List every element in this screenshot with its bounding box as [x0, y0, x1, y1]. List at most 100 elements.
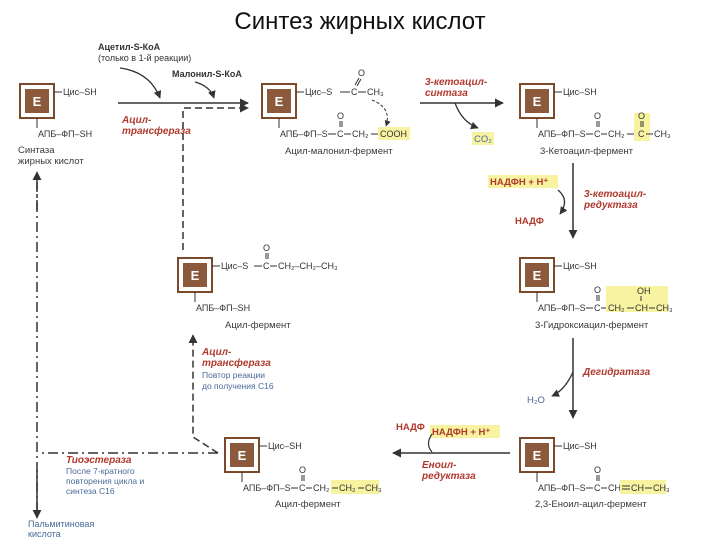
page-title: Синтез жирных кислот: [234, 8, 485, 35]
acylbottom-bottom-ch3: CH₃: [365, 483, 382, 493]
nadph-1-highlight: [488, 175, 558, 188]
h2o-release-arrow: [551, 371, 574, 397]
state-ketoacyl: E Цис–SH АПБ–ФП–S C O CH₂ C O CH₃ 3-Кето…: [519, 83, 671, 157]
after-note-line3: синтеза С16: [66, 486, 115, 496]
acylbottom-caption: Ацил-фермент: [275, 499, 341, 510]
acylbottom-bottom-c: C: [299, 483, 306, 493]
enoyl-bottom-o: O: [594, 465, 601, 475]
enoyl-caption: 2,3-Еноил-ацил-фермент: [535, 499, 647, 510]
enzyme-letter: E: [238, 448, 247, 463]
acylmalonyl-bottom-o: O: [337, 111, 344, 121]
acetyl-input-arrow: [119, 67, 162, 99]
return-to-acylmalonyl-arrow: [182, 103, 249, 250]
acylbottom-top-group: Цис–SH: [268, 441, 302, 451]
acylmiddle-top-prefix: Цис–S: [221, 261, 248, 271]
after-note-line2: повторения цикла и: [66, 476, 145, 486]
acylmiddle-top-o: O: [263, 243, 270, 253]
hydroxyacyl-caption: 3-Гидроксиацил-фермент: [535, 320, 649, 331]
enzyme-letter: E: [33, 94, 42, 109]
state-synthase: E Цис–SH АПБ–ФП–SH Синтаза жирных кислот: [18, 83, 97, 167]
repeat-note-line1: Повтор реакции: [202, 370, 265, 380]
ketoacyl-bottom-ch3: CH₃: [654, 129, 671, 139]
co2-release-arrow: [454, 102, 479, 130]
hydroxyacyl-bottom-ch2: CH₂: [608, 303, 625, 313]
ketoacyl-reductase-line1: 3-кетоацил-: [584, 189, 647, 200]
hydroxyacyl-bottom-c: C: [594, 303, 601, 313]
ketoacyl-synthase-line2: синтаза: [425, 88, 468, 99]
co2-label: CO₂: [474, 134, 492, 145]
enzyme-box-inner: [25, 89, 49, 113]
synthase-caption-line1: Синтаза: [18, 145, 55, 156]
state-hydroxyacyl: E Цис–SH АПБ–ФП–S C O CH₂ CH OH CH₃ 3-Ги…: [519, 257, 673, 331]
synthase-bottom-group: АПБ–ФП–SH: [38, 129, 92, 139]
ketoacyl-bottom-o: O: [594, 111, 601, 121]
malonyl-coa-label: Малонил-S-КоА: [172, 69, 242, 79]
acylmalonyl-bottom-prefix: АПБ–ФП–S: [280, 129, 328, 139]
acylmiddle-bottom-group: АПБ–ФП–SH: [196, 303, 250, 313]
state-enoyl: E Цис–SH АПБ–ФП–S C O CH CH CH₃ 2,3-Енои…: [519, 437, 670, 510]
enzyme-letter: E: [533, 94, 542, 109]
ketoacyl-bottom-c: C: [594, 129, 601, 139]
nadph-2-arrow: [427, 433, 433, 453]
ketoacyl-caption: 3-Кетоацил-фермент: [540, 146, 634, 157]
acylbottom-bottom-ch2-b: CH₂: [339, 483, 356, 493]
acylmalonyl-top-o: O: [358, 68, 365, 78]
acylmalonyl-top-prefix: Цис–S: [305, 87, 332, 97]
cooh-highlight: [378, 127, 410, 140]
acylmalonyl-bottom-ch2: CH₂: [352, 129, 369, 139]
repeat-note-line2: до получения С16: [202, 381, 274, 391]
synthase-top-group: Цис–SH: [63, 87, 97, 97]
acylbottom-bottom-prefix: АПБ–ФП–S: [243, 483, 291, 493]
ketoacyl-synthase-line1: 3-кетоацил-: [425, 77, 488, 88]
acylbottom-bottom-o: O: [299, 465, 306, 475]
acetyl-coa-label: Ацетил-S-КоА: [98, 42, 161, 52]
acylbottom-bottom-ch2: CH₂: [313, 483, 330, 493]
nadph-1-label: НАДФН + Н⁺: [490, 177, 548, 188]
enoyl-reductase-line2: редуктаза: [421, 471, 476, 482]
after-note-line1: После 7-кратного: [66, 466, 135, 476]
nadp-2-label: НАДФ: [396, 422, 425, 433]
nadph-2-highlight: [430, 425, 500, 438]
hydroxyacyl-bottom-ch: CH: [635, 303, 648, 313]
ketoacyl-top-group: Цис–SH: [563, 87, 597, 97]
acylmiddle-caption: Ацил-фермент: [225, 320, 291, 331]
h2o-label: H₂O: [527, 395, 545, 406]
acylmalonyl-top-ch3: CH₃: [367, 87, 384, 97]
ketoacyl-reductase-line2: редуктаза: [583, 200, 638, 211]
product-line1: Пальмитиновая: [28, 519, 94, 529]
hydroxyacyl-top-group: Цис–SH: [563, 261, 597, 271]
hydroxyacyl-bottom-oh: OH: [637, 286, 651, 296]
hydroxyacyl-bottom-o: O: [594, 285, 601, 295]
state-acyl-middle: E Цис–S C O CH₂–CH₂–CH₃ АПБ–ФП–SH Ацил-ф…: [177, 243, 338, 331]
synthase-caption-line2: жирных кислот: [18, 156, 84, 167]
acylmalonyl-top-c: C: [351, 87, 358, 97]
acylmalonyl-bottom-cooh: COOH: [380, 129, 407, 139]
enoyl-bottom-ch: CH: [608, 483, 621, 493]
acyltransferase-1-line1: Ацил-: [121, 115, 152, 126]
enzyme-letter: E: [275, 94, 284, 109]
hydroxyacyl-bottom-prefix: АПБ–ФП–S: [538, 303, 586, 313]
enzyme-letter: E: [191, 268, 200, 283]
thioesterase-label: Тиоэстераза: [66, 455, 132, 466]
acylmalonyl-bottom-c: C: [337, 129, 344, 139]
product-line2: кислота: [28, 529, 61, 539]
acetyl-coa-note: (только в 1-й реакции): [98, 53, 191, 63]
acyltransferase-1-line2: трансфераза: [122, 125, 191, 137]
co2-highlight: [472, 132, 494, 145]
enoyl-reductase-line1: Еноил-: [422, 460, 457, 471]
nadp-1-label: НАДФ: [515, 216, 544, 227]
acyltransferase-2-line1: Ацил-: [201, 347, 232, 358]
ketoacyl-bottom-ch2: CH₂: [608, 129, 625, 139]
malonyl-input-arrow: [194, 81, 216, 99]
acyl-transfer-dashed-arrow: [371, 99, 391, 127]
enoyl-highlight: [620, 480, 666, 494]
nadph-1-arrow: [557, 189, 568, 215]
state-acyl-bottom: E Цис–SH АПБ–ФП–S C O CH₂ CH₂ CH₃ Ацил-ф…: [224, 437, 382, 510]
hydroxy-highlight: [606, 286, 668, 312]
ketoacyl-bottom-prefix: АПБ–ФП–S: [538, 129, 586, 139]
enoyl-top-group: Цис–SH: [563, 441, 597, 451]
acylbottom-highlight: [331, 480, 379, 494]
enoyl-bottom-ch3: CH₃: [653, 483, 670, 493]
nadph-2-label: НАДФН + Н⁺: [432, 427, 490, 438]
acylmiddle-top-c: C: [263, 261, 270, 271]
